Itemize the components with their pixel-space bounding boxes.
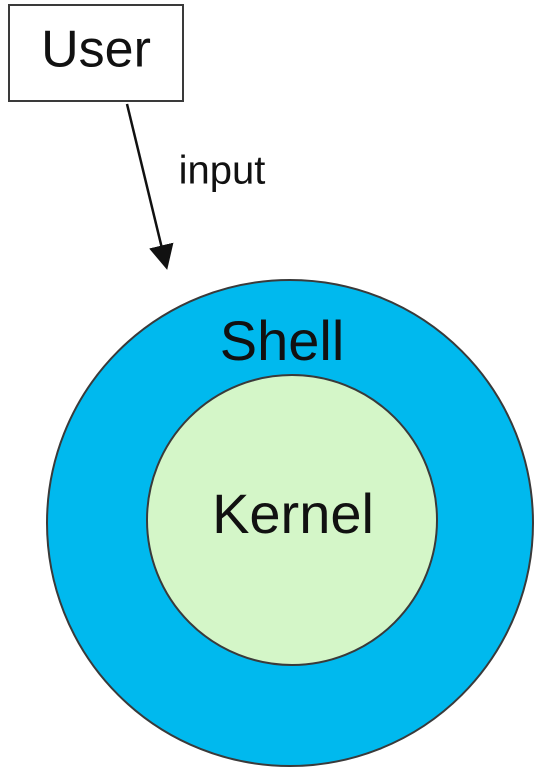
shell-label: Shell bbox=[220, 309, 345, 372]
arrow-label: input bbox=[179, 149, 266, 193]
user-label: User bbox=[41, 21, 151, 79]
input-arrow: input bbox=[125, 103, 266, 270]
user-box: User bbox=[8, 4, 184, 102]
kernel-circle bbox=[146, 374, 438, 666]
arrow-line bbox=[125, 103, 174, 270]
user-box-frame bbox=[8, 4, 184, 102]
kernel-label: Kernel bbox=[212, 482, 374, 545]
